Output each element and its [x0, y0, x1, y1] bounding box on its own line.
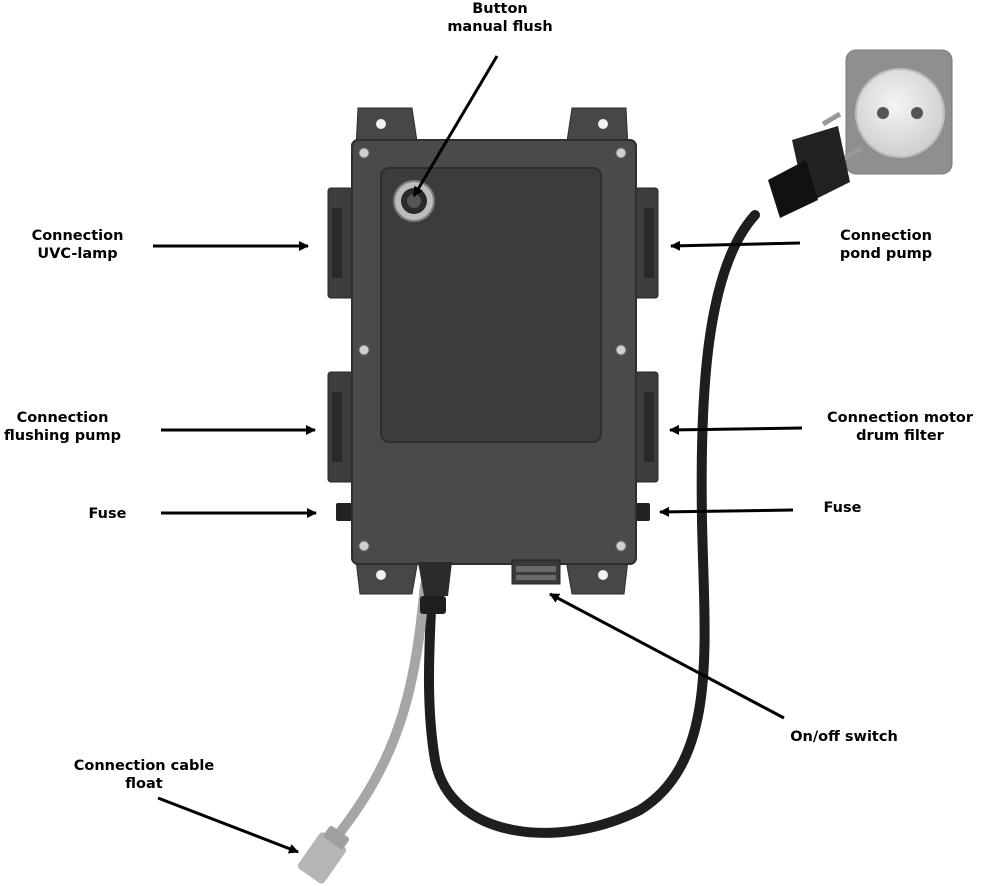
- mounting-tabs: [355, 107, 629, 595]
- manual-flush-button: [393, 180, 435, 222]
- control-box-lid: [380, 167, 602, 443]
- power-plug: [768, 111, 864, 218]
- callout-arrows: [153, 55, 803, 854]
- housing-screws: [358, 147, 627, 552]
- label-button-manual-flush: Button manual flush: [447, 1, 553, 35]
- arrow-motor-drum-filter: [669, 424, 803, 435]
- float-connector: [297, 826, 350, 884]
- label-connection-cable-float: Connection cable float: [73, 758, 215, 792]
- arrow-on-off-switch: [549, 592, 785, 720]
- label-fuse-right: Fuse: [823, 500, 862, 516]
- wall-socket: [845, 49, 953, 175]
- label-fuse-left: Fuse: [88, 506, 127, 522]
- label-connection-uvc-lamp: Connection UVC-lamp: [31, 228, 124, 262]
- arrow-pond-pump: [670, 240, 801, 251]
- arrow-manual-flush: [412, 55, 499, 197]
- arrow-cable-float: [157, 796, 299, 854]
- float-cable: [325, 580, 430, 850]
- label-connection-flushing-pump: Connection flushing pump: [4, 410, 121, 444]
- label-on-off-switch: On/off switch: [790, 729, 898, 745]
- label-connection-pond-pump: Connection pond pump: [839, 228, 933, 262]
- power-cable: [423, 210, 760, 838]
- label-connection-motor-drum-filter: Connection motor drum filter: [826, 410, 974, 444]
- arrow-fuse-right: [659, 506, 794, 517]
- cable-gland: [418, 562, 452, 614]
- on-off-switch: [511, 559, 561, 585]
